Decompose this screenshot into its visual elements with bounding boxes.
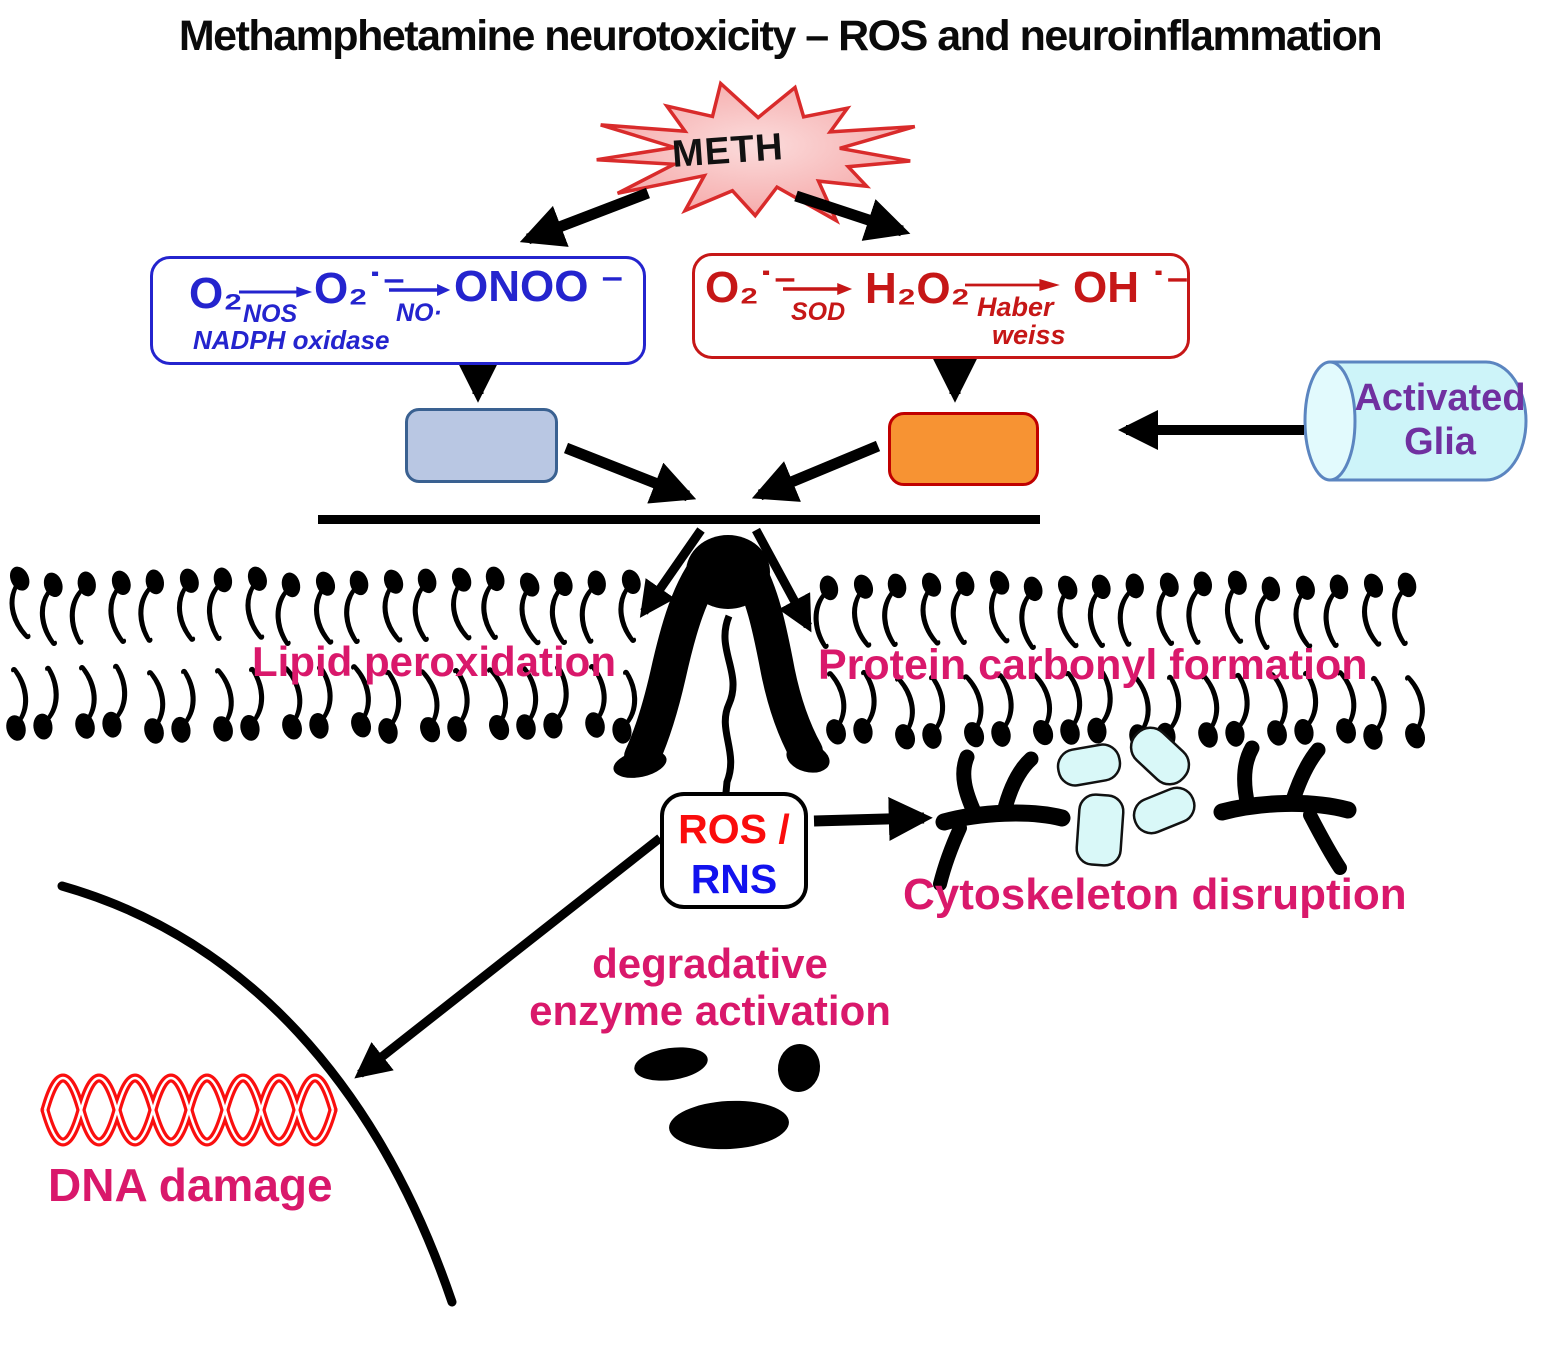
phospholipid-icon [1360, 570, 1390, 644]
term-hydroxyl: OH ˙⁻ [1073, 263, 1190, 312]
phospholipid-icon [312, 568, 342, 642]
phospholipid-icon [244, 563, 273, 637]
reaction-arrow-icon [783, 283, 853, 295]
meth-to-sod-arrow [794, 190, 911, 241]
phospholipid-icon [413, 566, 440, 640]
phospholipid-icon [516, 569, 550, 644]
diagram-title: Methamphetamine neurotoxicity – ROS and … [178, 12, 1383, 60]
nos-pathway-box: O₂ NOS O₂˙⁻ NO· ONOO ⁻ NADPH oxidase [150, 256, 646, 365]
degradative-enzyme-label: degradative enzyme activation [480, 940, 940, 1034]
phospholipid-icon [344, 568, 373, 642]
degradative-line2: enzyme activation [529, 987, 891, 1034]
sod-pathway-box: O₂˙⁻ SOD H₂O₂ Haber weiss OH ˙⁻ [692, 253, 1190, 359]
phospholipid-icon [813, 572, 843, 646]
membrane-channel-protein-icon [613, 535, 830, 778]
phospholipid-icon [918, 569, 949, 644]
phospholipid-icon [41, 570, 66, 643]
protein-carbonyl-label: Protein carbonyl formation [818, 641, 1368, 689]
phospholipid-icon [482, 564, 508, 637]
cytoskeleton-disruption-label: Cytoskeleton disruption [903, 870, 1407, 919]
phospholipid-icon [98, 666, 131, 741]
phospholipid-icon [6, 563, 40, 638]
term-peroxynitrite: ONOO ⁻ [454, 262, 624, 311]
phospholipid-icon [850, 571, 880, 645]
phospholipid-icon [136, 566, 168, 641]
meth-burst-icon [596, 80, 916, 225]
tubulin-capsule-icon [1056, 726, 1196, 867]
phospholipid-icon [1184, 568, 1216, 643]
no-label: NO· [396, 299, 442, 327]
nos-product-rect [405, 408, 558, 483]
nadph-oxidase-label: NADPH oxidase [193, 325, 390, 355]
reaction-arrow-icon [239, 286, 313, 298]
phospholipid-icon [577, 567, 611, 642]
phospholipid-icon [1392, 570, 1421, 644]
enzyme-blob-icon [634, 1044, 821, 1150]
lipid-peroxidation-label: Lipid peroxidation [252, 638, 616, 685]
cytoskeleton-fragment-icon [933, 749, 1071, 891]
phospholipid-icon [1323, 571, 1353, 645]
rns-label: RNS [690, 856, 778, 902]
steel-rect-to-membrane-arrow [563, 442, 697, 504]
sod-label: SOD [791, 298, 846, 326]
phospholipid-icon [29, 667, 63, 743]
phospholipid-icon [1020, 574, 1046, 647]
phospholipid-icon [1398, 677, 1429, 752]
phospholipid-icon [275, 569, 305, 643]
haber-label: Haber [977, 292, 1054, 322]
ros-label: ROS / [678, 806, 790, 852]
phospholipid-icon [1157, 570, 1183, 643]
orange-rect-to-membrane-arrow [751, 440, 881, 502]
term-superoxide: O₂˙⁻ [705, 263, 797, 312]
nos-label: NOS [243, 300, 298, 328]
ros-rns-box: ROS / RNS [660, 792, 808, 909]
ros-attack-protein-arrow [752, 527, 812, 633]
phospholipid-icon [139, 673, 167, 747]
degradative-line1: degradative [592, 940, 828, 987]
weiss-label: weiss [992, 320, 1066, 350]
phospholipid-icon [3, 670, 28, 743]
reaction-arrow-icon [389, 284, 451, 296]
phospholipid-icon [1253, 573, 1284, 648]
membrane-surface-line [318, 515, 1040, 524]
term-h2o2: H₂O₂ [865, 264, 971, 313]
ros-to-dna-arrow [354, 834, 663, 1079]
phospholipid-icon [1292, 572, 1321, 646]
phospholipid-icon [986, 567, 1018, 642]
dna-damage-label: DNA damage [48, 1159, 333, 1211]
phospholipid-icon [167, 671, 198, 746]
meth-to-nos-arrow [519, 187, 650, 247]
phospholipid-icon [619, 567, 645, 640]
ros-to-cytoskeleton-arrow [813, 796, 933, 841]
phospholipid-icon [176, 566, 203, 640]
term-o2: O₂ [189, 269, 243, 318]
sod-product-rect [888, 412, 1039, 486]
cytoskeleton-fragment-icon [1213, 740, 1357, 875]
phospholipid-icon [1224, 568, 1251, 642]
meth-label: METH [670, 126, 785, 176]
phospholipid-icon [1089, 572, 1114, 645]
phospholipid-icon [71, 668, 97, 741]
activated-glia-label: Activated Glia [1350, 376, 1530, 464]
phospholipid-icon [109, 568, 135, 641]
dna-helix-icon [40, 1073, 338, 1147]
channel-squiggle-arrow [711, 614, 740, 830]
nucleus-membrane-arc [57, 881, 457, 1307]
activated-glia-line1: Activated [1354, 377, 1526, 419]
phospholipid-icon [380, 566, 411, 641]
activated-glia-line2: Glia [1404, 421, 1476, 463]
phospholipid-icon [882, 571, 911, 645]
phospholipid-icon [551, 569, 576, 642]
ros-attack-lipid-arrow [639, 527, 705, 618]
phospholipid-icon [205, 564, 236, 639]
phospholipid-icon [448, 564, 480, 639]
phospholipid-icon [1115, 570, 1149, 645]
phospholipid-icon [1054, 572, 1088, 647]
activated-glia-cylinder-icon [1303, 360, 1528, 482]
phospholipid-icon [207, 670, 236, 744]
reaction-arrow-icon [965, 279, 1060, 291]
phospholipid-icon [67, 568, 101, 643]
phospholipid-icon [951, 569, 978, 643]
